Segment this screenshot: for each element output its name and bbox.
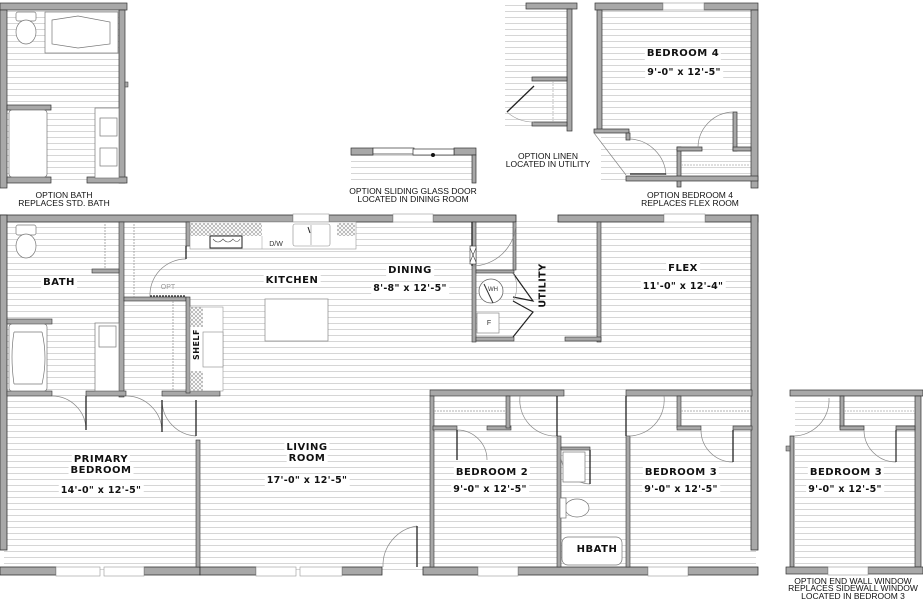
opt-door-label: OPT — [160, 284, 176, 291]
option-linen-caption-line1: OPTION LINEN — [518, 151, 578, 161]
option-bath-caption-line2: REPLACES STD. BATH — [18, 198, 110, 208]
option-bedroom4-drawing — [593, 2, 759, 189]
option-sliding-door-caption-line2: LOCATED IN DINING ROOM — [357, 194, 469, 204]
option-end-wall-window-caption-line1: OPTION END WALL WINDOW — [794, 576, 912, 586]
shelf-label: SHELF — [191, 329, 201, 360]
option-bedroom4-caption-line2: REPLACES FLEX ROOM — [641, 198, 739, 208]
room-label-bath: BATH — [41, 277, 77, 289]
room-label-flex: FLEX — [666, 263, 700, 275]
room-label-hbath: HBATH — [576, 544, 618, 555]
room-label-utility: UTILITY — [537, 263, 549, 308]
room-dims-bedroom4: 9'-0" x 12'-5" — [645, 67, 723, 79]
room-dims-primary-bedroom: 14'-0" x 12'-5" — [58, 485, 144, 497]
dishwasher-label: D/W — [269, 241, 283, 248]
room-label-bedroom3: BEDROOM 3 — [642, 467, 720, 479]
room-dims-bedroom2: 9'-0" x 12'-5" — [451, 484, 529, 496]
bath-fixtures — [8, 224, 623, 566]
option-end-wall-window-caption-line2: REPLACES SIDEWALL WINDOW — [788, 583, 918, 593]
option-end-wall-window-drawing — [785, 389, 923, 576]
room-label-living-line1: LIVING — [284, 442, 330, 454]
option-linen-caption-line2: LOCATED IN UTILITY — [505, 159, 591, 169]
option-linen-drawing — [505, 2, 578, 132]
option-sliding-door-drawing — [350, 147, 477, 184]
room-label-kitchen: KITCHEN — [263, 275, 321, 287]
option-end-wall-window-caption-line3: LOCATED IN BEDROOM 3 — [801, 591, 905, 601]
room-label-dining: DINING — [386, 265, 434, 277]
kitchen-counters — [189, 221, 357, 392]
option-bedroom4-caption-line1: OPTION BEDROOM 4 — [647, 190, 733, 200]
room-label-bedroom2: BEDROOM 2 — [453, 467, 531, 479]
room-label-bedroom4: BEDROOM 4 — [644, 48, 722, 60]
room-dims-bedroom3: 9'-0" x 12'-5" — [642, 484, 720, 496]
option-sliding-door-caption-line1: OPTION SLIDING GLASS DOOR — [349, 186, 477, 196]
room-dims-flex: 11'-0" x 12'-4" — [640, 281, 726, 293]
room-label-primary-bedroom-line1: PRIMARY — [71, 454, 131, 466]
furnace-label: F — [486, 320, 492, 327]
room-dims-option-bedroom3: 9'-0" x 12'-5" — [806, 484, 884, 496]
room-label-living-line2: ROOM — [286, 453, 328, 465]
room-dims-living: 17'-0" x 12'-5" — [264, 475, 350, 487]
kitchen-island — [264, 298, 329, 342]
main-floor-plan — [0, 213, 759, 577]
furnace-icon — [476, 312, 500, 334]
room-label-primary-bedroom-line2: BEDROOM — [68, 465, 134, 477]
option-bath-drawing — [0, 2, 129, 189]
option-bath-caption-line1: OPTION BATH — [35, 190, 93, 200]
room-dims-dining: 8'-8" x 12'-5" — [371, 283, 449, 295]
room-label-option-bedroom3: BEDROOM 3 — [807, 467, 885, 479]
water-heater-label: WH — [488, 287, 498, 293]
